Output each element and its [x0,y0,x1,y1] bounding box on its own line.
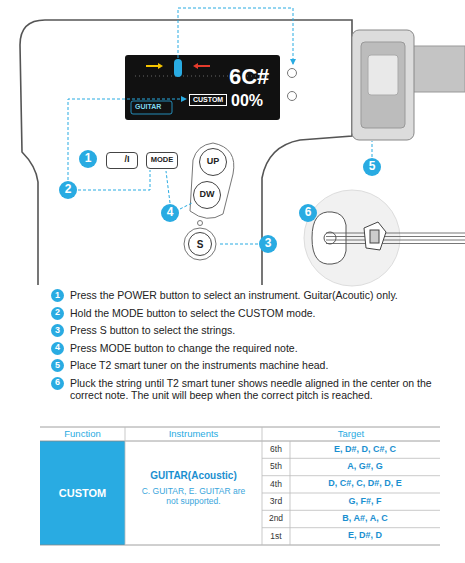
step-number: 1 [51,289,64,302]
table-cell: A, G#, G [290,458,440,475]
table-cell: E, D#, D [290,528,440,545]
node-text: UP [207,157,220,167]
power-button: /I [106,152,138,169]
leader-line [218,244,258,245]
callout-number: 4 [161,204,179,222]
up-button: UP [199,148,227,176]
mode-indicator: CUSTOM [189,94,227,106]
s-button: S [188,232,212,256]
leader-line [178,8,293,64]
table-cell: C. GUITAR, E. GUITAR are not supported. [135,484,252,510]
down-button: DW [193,181,221,209]
guitar-indicator [131,101,172,114]
table-grid [40,427,440,545]
button-pad [190,143,234,218]
step-number: 4 [51,342,64,355]
instruction-text: Pluck the string until T2 smart tuner sh… [70,377,448,402]
leader-line [78,170,150,190]
table-cell: 6th [262,441,290,458]
callout-number: 3 [259,235,277,253]
instruction-text: Press the POWER button to select an inst… [70,289,448,302]
button-ring [184,228,216,260]
leader-line [180,203,192,209]
mode-button: MODE [146,152,178,169]
table-cell: 5th [262,458,290,475]
instruction-text: Hold the MODE button to select the CUSTO… [70,307,448,320]
led [198,221,203,226]
table-cell: 3rd [262,493,290,510]
table-header: Instruments [125,427,262,441]
table-cell: G, F#, F [290,493,440,510]
table-cell: B, A#, A, C [290,510,440,527]
node-text: /I [124,155,129,165]
indicator-light [288,69,297,78]
node-text: CUSTOM [193,96,223,104]
instruction-text: Press S button to select the strings. [70,324,448,337]
table-cell: 2nd [262,510,290,527]
table-cell: GUITAR(Acoustic) [125,468,262,483]
leader-line [68,99,186,180]
table-header: Function [40,427,125,441]
step-number: 6 [51,377,64,390]
node-text: GUITAR [135,103,161,111]
node-text: MODE [151,156,174,164]
display-screen [125,55,280,120]
node-text: S [197,239,204,250]
table-cell: 1st [262,528,290,545]
table-cell: D, C#, C, D#, D, E [290,476,440,493]
step-number: 2 [51,307,64,320]
tuner-body [20,20,352,285]
callout-number: 5 [363,158,381,176]
leader-line [166,171,170,203]
table-cell: CUSTOM [40,441,125,545]
instruction-text: Press MODE button to change the required… [70,342,448,355]
display-screen: GUITAR 6C# 00% CUSTOM [125,55,280,120]
indicator-light [288,92,297,101]
callout-number: 6 [299,204,317,222]
callout-number: 1 [79,150,97,168]
node-text: 00% [231,92,263,110]
node-text: DW [200,190,215,200]
leader-line [372,141,373,157]
step-number: 3 [51,324,64,337]
node-text: 6C# [229,65,269,89]
instruction-text: Place T2 smart tuner on the instruments … [70,359,448,372]
step-number: 5 [51,359,64,372]
table-header: Target [262,427,440,441]
table-cell: 4th [262,476,290,493]
guitar-icon [304,190,465,286]
callout-number: 2 [59,181,77,199]
tuner-clip [352,30,465,140]
table-cell: E, D#, D, C#, C [290,441,440,458]
